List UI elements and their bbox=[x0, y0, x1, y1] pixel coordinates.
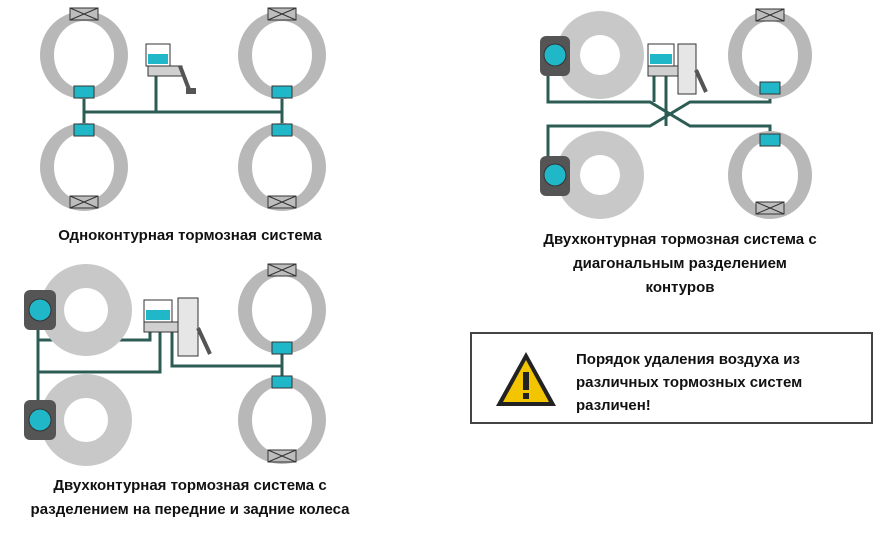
drum-wheel-front-right bbox=[728, 8, 812, 99]
drum-wheel-rear-left bbox=[40, 123, 128, 211]
warning-line: различных тормозных систем bbox=[576, 374, 803, 391]
single-circuit-caption: Одноконтурная тормозная система bbox=[10, 224, 370, 248]
front-rear-circuit-svg bbox=[24, 263, 326, 466]
front-rear-circuit-diagram bbox=[10, 262, 350, 472]
master-cylinder-with-booster bbox=[143, 297, 212, 357]
disc-wheel-rear-left bbox=[24, 374, 132, 466]
master-cylinder bbox=[145, 43, 196, 94]
disc-wheel-front-left bbox=[540, 11, 644, 99]
drum-wheel-rear-right bbox=[238, 375, 326, 464]
front-rear-circuit-caption: Двухконтурная тормозная система с раздел… bbox=[0, 474, 380, 522]
diagonal-circuit-svg bbox=[540, 8, 812, 219]
caption-line: диагональным разделением bbox=[573, 255, 787, 272]
caption-line: контуров bbox=[645, 279, 715, 296]
warning-box: Порядок удаления воздуха из различных то… bbox=[470, 332, 873, 424]
master-cylinder-with-booster bbox=[647, 43, 708, 95]
single-circuit-diagram bbox=[0, 0, 360, 220]
warning-triangle-icon bbox=[496, 352, 556, 406]
single-circuit-svg bbox=[40, 7, 326, 211]
disc-wheel-front-left bbox=[24, 264, 132, 356]
warning-line: Порядок удаления воздуха из bbox=[576, 351, 800, 368]
drum-wheel-rear-right bbox=[238, 123, 326, 211]
caption-line: разделением на передние и задние колеса bbox=[30, 501, 350, 518]
caption-line: Двухконтурная тормозная система с bbox=[53, 477, 327, 494]
warning-text: Порядок удаления воздуха из различных то… bbox=[576, 348, 802, 417]
drum-wheel-front-left bbox=[40, 7, 128, 99]
caption-line: Одноконтурная тормозная система bbox=[58, 227, 322, 244]
diagonal-circuit-caption: Двухконтурная тормозная система с диагон… bbox=[500, 228, 860, 300]
caption-line: Двухконтурная тормозная система с bbox=[543, 231, 817, 248]
diagonal-circuit-diagram bbox=[530, 0, 830, 220]
drum-wheel-front-right bbox=[238, 7, 326, 99]
drum-wheel-front-right bbox=[238, 263, 326, 355]
drum-wheel-rear-right bbox=[728, 131, 812, 219]
warning-line: различен! bbox=[576, 397, 651, 414]
disc-wheel-rear-left bbox=[540, 131, 644, 219]
